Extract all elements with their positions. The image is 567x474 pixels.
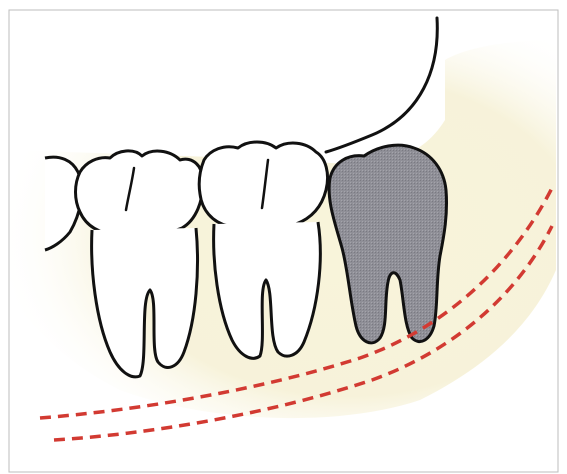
second-molar-crown <box>199 142 327 229</box>
first-molar-crown <box>76 151 203 237</box>
